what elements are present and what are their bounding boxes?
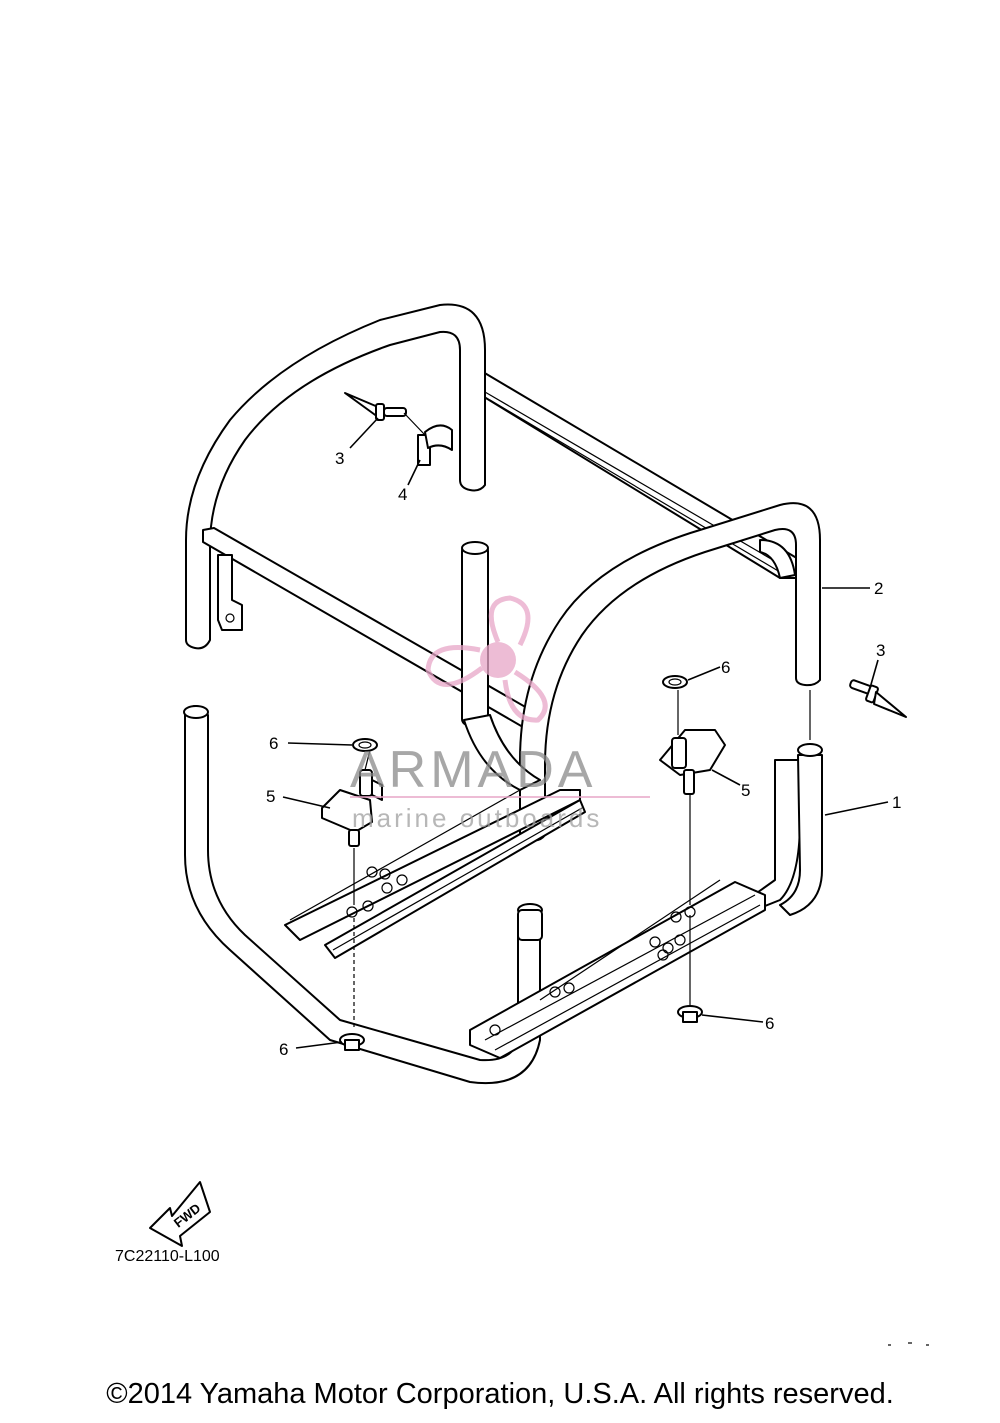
callout-6-c: 6 [279, 1040, 288, 1059]
mount-part-5-left [321, 769, 383, 847]
callout-6-b: 6 [269, 734, 278, 753]
stray-marks [888, 1342, 929, 1346]
lower-frame-part-1 [183, 705, 823, 1084]
callout-3-right: 3 [876, 641, 885, 660]
callout-2: 2 [874, 579, 883, 598]
rivet-part-3-left [344, 392, 407, 421]
armada-propeller-logo [425, 595, 548, 723]
callout-1: 1 [892, 793, 901, 812]
callout-3-left: 3 [335, 449, 344, 468]
nut-part-6-d [677, 1005, 703, 1023]
leader-lines [282, 417, 889, 1049]
callout-5-left: 5 [266, 787, 275, 806]
watermark-tagline: marine outboards [352, 803, 602, 833]
callout-6-a: 6 [721, 658, 730, 677]
callout-6-d: 6 [765, 1014, 774, 1033]
copyright-notice: ©2014 Yamaha Motor Corporation, U.S.A. A… [106, 1378, 894, 1410]
callouts: 1 2 3 3 4 5 5 6 6 6 6 [266, 449, 901, 1059]
clip-part-4 [417, 424, 453, 466]
mount-part-5-right [659, 729, 726, 795]
nut-part-6-c [339, 1033, 365, 1051]
rivet-part-3-right [849, 679, 907, 718]
nut-part-6-a [662, 675, 688, 689]
armada-watermark: ARMADA marine outboards [350, 595, 650, 833]
drawing-code: 7C22110-L100 [115, 1248, 220, 1265]
callout-4: 4 [398, 485, 407, 504]
assembly-guides [353, 412, 811, 1030]
nut-part-6-b [352, 738, 378, 752]
fwd-arrow-icon: FWD [149, 1181, 211, 1247]
watermark-brand: ARMADA [350, 741, 596, 799]
callout-5-right: 5 [741, 781, 750, 800]
